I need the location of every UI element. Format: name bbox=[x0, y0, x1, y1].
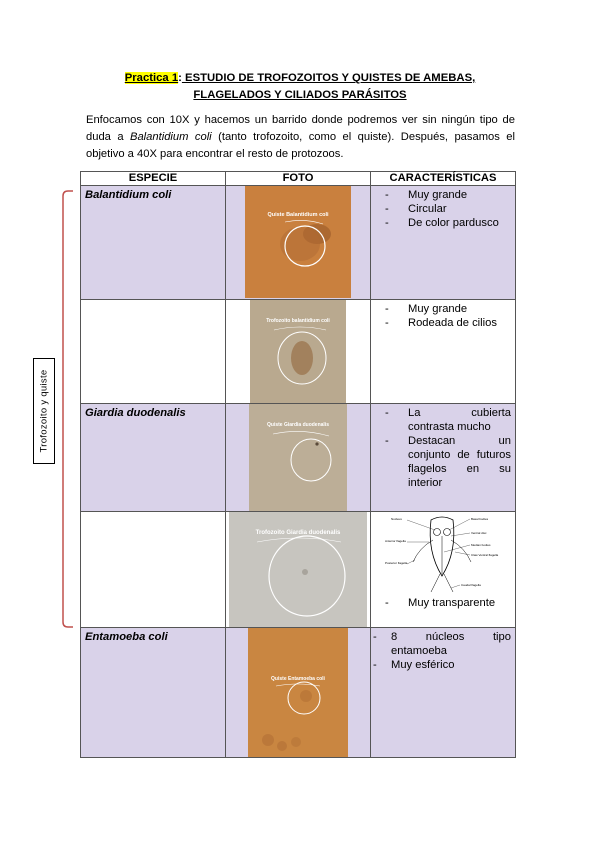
giardia-diagram: Nucleus Basal bodies Ventral disc Anteri… bbox=[371, 512, 515, 596]
diagram-label: Claw Ventral flagella bbox=[471, 553, 499, 557]
features-cell: 8 núcleos tipo entamoeba Muy esférico bbox=[370, 627, 516, 758]
bracket-brace bbox=[62, 190, 73, 628]
diagram-label: Nucleus bbox=[391, 517, 402, 521]
table-row: Trofozoito Giardia duodenalis Nucleu bbox=[80, 511, 516, 628]
diagram-label: Ventral disc bbox=[471, 531, 487, 535]
side-label: Trofozoito y quiste bbox=[38, 369, 50, 453]
micrograph: Quiste Balantidium coli bbox=[245, 186, 351, 298]
photo-label: Quiste Giardia duodenalis bbox=[267, 422, 329, 428]
protozoa-table: ESPECIE FOTO CARACTERÍSTICAS Balantidium… bbox=[80, 171, 516, 758]
photo-label: Trofozoito Giardia duodenalis bbox=[256, 530, 341, 536]
feature-item: La cubierta contrasta mucho bbox=[371, 406, 511, 434]
features-list: Muy grande Circular De color pardusco bbox=[371, 186, 515, 230]
title-line-2: FLAGELADOS Y CILIADOS PARÁSITOS bbox=[193, 89, 407, 101]
feature-item: Muy grande bbox=[371, 302, 511, 316]
table-row: Balantidium coli Quiste Balantidium coli… bbox=[80, 185, 516, 300]
diagram-label: Anterior flagella bbox=[385, 539, 406, 543]
diagram-label: Posterior flagella bbox=[385, 561, 408, 565]
diagram-label: Median bodies bbox=[471, 543, 491, 547]
features-cell: Muy grande Rodeada de cilios bbox=[370, 299, 516, 404]
photo-cell: Quiste Balantidium coli bbox=[225, 185, 371, 300]
feature-item: Muy esférico bbox=[371, 658, 511, 672]
features-cell: La cubierta contrasta mucho Destacan un … bbox=[370, 403, 516, 512]
intro-text-1: Enfocamos con 10X y hacemos un barrido d… bbox=[86, 114, 515, 143]
micrograph: Quiste Entamoeba coli bbox=[248, 628, 348, 757]
features-cell: Muy grande Circular De color pardusco bbox=[370, 185, 516, 300]
photo-bg bbox=[249, 404, 347, 511]
features-list: Muy grande Rodeada de cilios bbox=[371, 300, 515, 330]
species-cell: Balantidium coli bbox=[80, 185, 226, 300]
photo-label: Quiste Entamoeba coli bbox=[271, 676, 326, 682]
practice-label: Practica 1 bbox=[124, 72, 179, 84]
features-cell: Nucleus Basal bodies Ventral disc Anteri… bbox=[370, 511, 516, 628]
feature-item: Rodeada de cilios bbox=[371, 316, 511, 330]
photo-label: Trofozoito balantidium coli bbox=[266, 318, 330, 324]
photo-label: Quiste Balantidium coli bbox=[267, 212, 329, 218]
title-line-1: ESTUDIO DE TROFOZOITOS Y QUISTES DE AMEB… bbox=[181, 72, 476, 84]
features-list: La cubierta contrasta mucho Destacan un … bbox=[371, 404, 515, 490]
feature-item: Muy transparente bbox=[371, 596, 511, 610]
table-header-row: ESPECIE FOTO CARACTERÍSTICAS bbox=[80, 171, 516, 186]
micrograph: Quiste Giardia duodenalis bbox=[249, 404, 347, 511]
feature-item: De color pardusco bbox=[371, 216, 511, 230]
feature-item: Circular bbox=[371, 202, 511, 216]
photo-cell: Trofozoito balantidium coli bbox=[225, 299, 371, 404]
intro-species-name: Balantidium coli bbox=[129, 130, 212, 143]
table-row: Entamoeba coli Quiste Entamoeba coli 8 n… bbox=[80, 627, 516, 758]
table-row: Giardia duodenalis Quiste Giardia duoden… bbox=[80, 403, 516, 512]
features-list: 8 núcleos tipo entamoeba Muy esférico bbox=[371, 628, 515, 672]
intro-text-2: (tanto trofozoito, como el quiste). Desp… bbox=[86, 130, 516, 160]
species-cell bbox=[80, 299, 226, 404]
header-caracteristicas: CARACTERÍSTICAS bbox=[370, 171, 516, 186]
header-especie: ESPECIE bbox=[80, 171, 226, 186]
photo-cell: Quiste Entamoeba coli bbox=[225, 627, 371, 758]
header-foto: FOTO bbox=[225, 171, 371, 186]
feature-text: De color pardusco bbox=[408, 217, 499, 229]
diagram-label: Basal bodies bbox=[471, 517, 489, 521]
species-cell: Giardia duodenalis bbox=[80, 403, 226, 512]
features-list: Muy transparente bbox=[371, 596, 515, 610]
micrograph: Trofozoito balantidium coli bbox=[250, 300, 346, 403]
document-title: Practica 1: ESTUDIO DE TROFOZOITOS Y QUI… bbox=[80, 70, 520, 104]
micrograph: Trofozoito Giardia duodenalis bbox=[229, 512, 367, 627]
table-row: Trofozoito balantidium coli Muy grande R… bbox=[80, 299, 516, 404]
species-cell: Entamoeba coli bbox=[80, 627, 226, 758]
photo-cell: Trofozoito Giardia duodenalis bbox=[225, 511, 371, 628]
intro-paragraph: Enfocamos con 10X y hacemos un barrido d… bbox=[86, 112, 515, 162]
side-label-box: Trofozoito y quiste bbox=[33, 358, 55, 464]
photo-cell: Quiste Giardia duodenalis bbox=[225, 403, 371, 512]
feature-item: 8 núcleos tipo entamoeba bbox=[371, 630, 511, 658]
feature-item: Destacan un conjunto de futuros flagelos… bbox=[371, 434, 511, 490]
feature-item: Muy grande bbox=[371, 188, 511, 202]
species-cell bbox=[80, 511, 226, 628]
diagram-label: Caudal flagella bbox=[461, 583, 481, 587]
title-colon: : bbox=[178, 72, 182, 84]
